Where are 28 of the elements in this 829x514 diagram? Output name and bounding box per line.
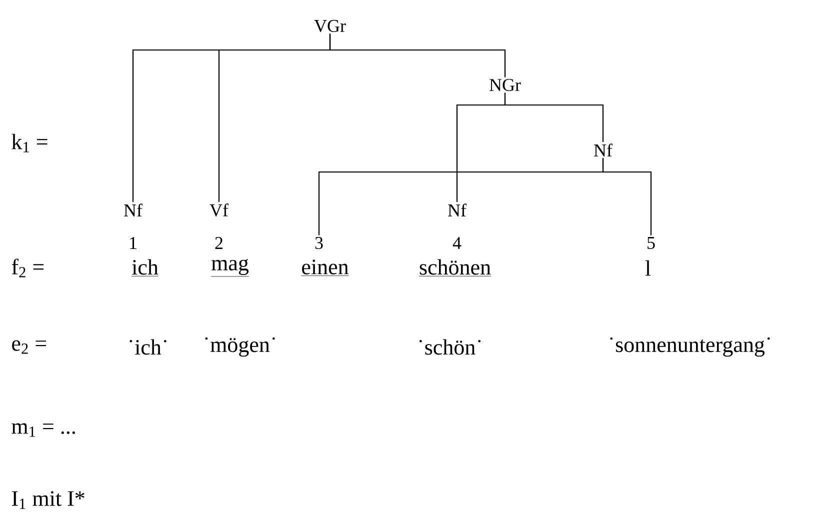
gloss: ˙ich˙ [130,339,166,355]
column-number: 5 [648,237,655,249]
formula-label: I$_{1}$ mit I* [12,491,84,509]
tree-label: Nf [594,144,612,156]
column-number: 1 [130,237,136,249]
gloss: ˙schön˙ [420,339,481,355]
word: l [645,260,651,276]
word: einen [300,260,350,276]
tree-label: Vf [210,204,228,216]
gloss: ˙mögen˙ [205,337,275,357]
formula-label: k$_{1}$ = [12,134,48,152]
column-number: 2 [215,237,223,249]
word: schönen [418,259,492,276]
tree-bracket [602,158,652,236]
formula-label: f$_{2}$ = [12,258,44,278]
word: ich [131,259,159,276]
column-number: 3 [315,236,323,250]
formula-label: e$_{2}$ = [12,340,46,354]
word: mag [210,258,250,277]
tree-label: NGr [490,78,521,92]
tree-bracket [504,92,604,142]
gloss: ˙sonnenuntergang˙ [610,337,770,357]
tree-label: VGr [314,20,346,32]
tree-bracket [329,34,506,78]
formula-label: m$_{1}$ = ... [12,423,75,437]
tree-label: Nf [124,204,142,216]
column-number: 4 [452,237,462,249]
tree-label: Nf [448,204,466,216]
